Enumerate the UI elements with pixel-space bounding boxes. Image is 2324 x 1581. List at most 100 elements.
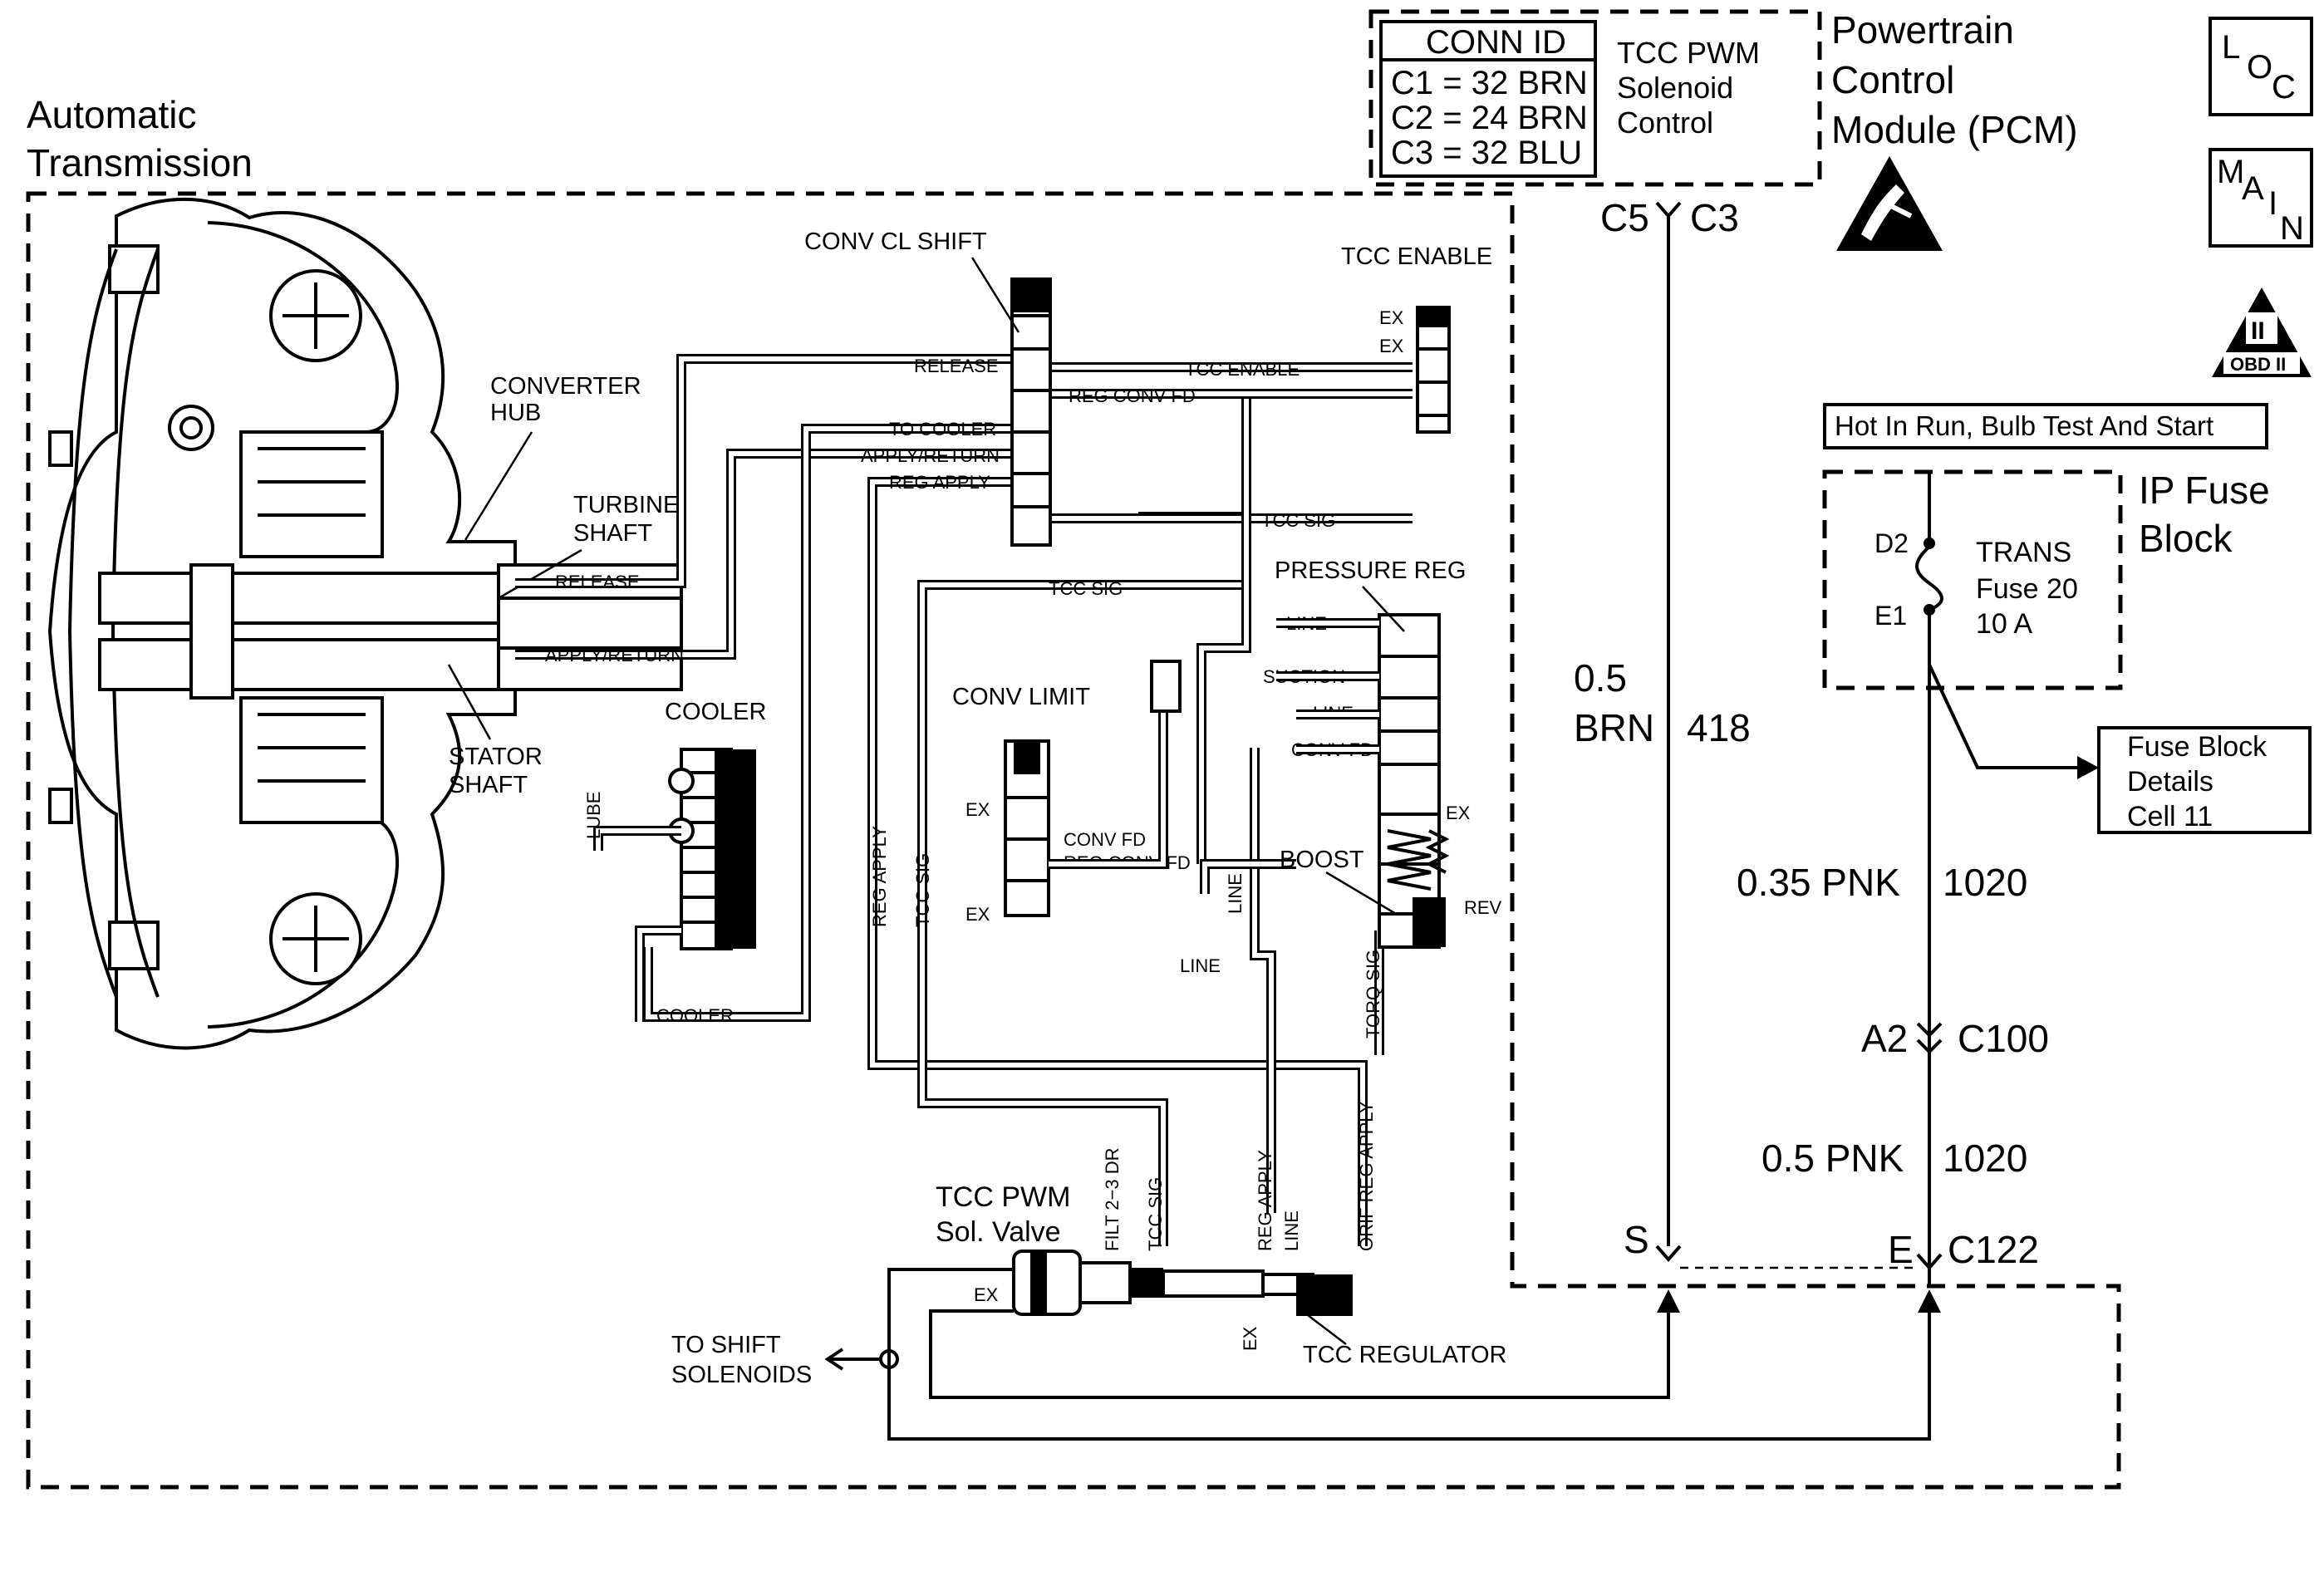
- label-boost: BOOST: [1280, 847, 1364, 873]
- label-torq-sig: TORQ SIG: [1363, 950, 1383, 1038]
- pcm-signal-1: TCC PWM: [1617, 36, 1760, 70]
- obd-ii-icon[interactable]: II OBD II: [2212, 287, 2312, 377]
- label-tcc-pwm-2: Sol. Valve: [936, 1216, 1061, 1248]
- transmission-title-2: Transmission: [27, 141, 253, 184]
- wire-418-circuit: 418: [1687, 706, 1751, 749]
- svg-text:M: M: [2217, 154, 2244, 190]
- loc-icon[interactable]: L O C: [2209, 17, 2313, 116]
- label-conv-limit: CONV LIMIT: [952, 684, 1090, 710]
- conn-id-row-1: C1 = 32 BRN: [1391, 65, 1588, 101]
- conn-id-header: CONN ID: [1426, 24, 1566, 61]
- c122-pin-s: S: [1624, 1218, 1649, 1261]
- conn-id-table: CONN ID C1 = 32 BRN C2 = 24 BRN C3 = 32 …: [1379, 20, 1597, 178]
- hot-in-run-label: Hot In Run, Bulb Test And Start: [1823, 403, 2268, 449]
- wire-418-color: BRN: [1574, 706, 1654, 749]
- conv-limit-valve[interactable]: [1004, 739, 1050, 917]
- c122-conn: C122: [1948, 1228, 2039, 1271]
- wire-418-size: 0.5: [1574, 656, 1627, 700]
- svg-text:Details: Details: [2127, 766, 2213, 798]
- turbine-shaft: [497, 597, 683, 650]
- fuse-block-details-link[interactable]: Fuse Block Details Cell 11: [2097, 726, 2312, 834]
- label-reg-apply-sol: REG APPLY: [1255, 1150, 1275, 1251]
- label-line-c: LINE: [1180, 955, 1221, 976]
- wire-1020a-circuit: 1020: [1943, 861, 2027, 904]
- pcm-signal-3: Control: [1617, 106, 1713, 140]
- svg-text:I: I: [2268, 185, 2277, 222]
- label-turbine-shaft-2: SHAFT: [573, 520, 652, 547]
- tcc-enable-valve[interactable]: [1416, 306, 1451, 434]
- c100-conn: C100: [1958, 1017, 2049, 1060]
- fuse-name-2: Fuse 20: [1976, 573, 2078, 605]
- label-ex-sol2: EX: [1240, 1326, 1260, 1351]
- label-reg-apply-top: REG APPLY: [889, 472, 990, 493]
- fuse-name-1: TRANS: [1976, 537, 2071, 568]
- label-ex-b: EX: [1379, 336, 1404, 356]
- label-reg-apply-vert: REG APPLY: [869, 826, 890, 927]
- main-icon[interactable]: M A I N: [2209, 148, 2313, 248]
- label-to-cooler: TO COOLER: [889, 419, 996, 439]
- label-reg-conv-fd-top: REG CONV FD: [1069, 385, 1196, 406]
- label-rev: REV: [1464, 897, 1502, 918]
- check-valve: [1150, 660, 1182, 713]
- pcm-conn-c5: C5: [1600, 196, 1649, 239]
- label-to-shift-2: SOLENOIDS: [671, 1362, 812, 1388]
- label-line-vert: LINE: [1225, 873, 1246, 914]
- wire-1020a-label: 0.35 PNK: [1737, 861, 1900, 904]
- svg-text:N: N: [2280, 210, 2304, 247]
- label-release-top: RELEASE: [914, 356, 999, 376]
- label-converter-hub-1: CONVERTER: [490, 373, 641, 400]
- label-apply-return-top: APPLY/RETURN: [861, 445, 1000, 466]
- label-tcc-sig-b: TCC SIG: [1049, 578, 1123, 599]
- label-ex-cl1: EX: [965, 799, 990, 820]
- fuse-terminal-d2: D2: [1874, 528, 1909, 558]
- label-stator-shaft-2: SHAFT: [449, 772, 528, 798]
- esd-warning-icon: [1836, 156, 1943, 251]
- label-lube: LUBE: [583, 792, 604, 839]
- c100-pin: A2: [1861, 1017, 1908, 1060]
- pressure-reg-valve[interactable]: [1378, 613, 1450, 949]
- label-tcc-enable-line: TCC ENABLE: [1185, 359, 1300, 380]
- label-tcc-enable: TCC ENABLE: [1341, 243, 1492, 270]
- pcm-title-3: Module (PCM): [1831, 108, 2078, 151]
- label-pressure-reg: PRESSURE REG: [1275, 557, 1466, 584]
- label-release: RELEASE: [555, 572, 640, 592]
- cooler: [668, 748, 756, 950]
- ip-fuse-block-boundary: [1822, 469, 2123, 690]
- conv-cl-shift-valve[interactable]: [1010, 277, 1052, 547]
- label-orif-reg-apply: ORIF REG APPLY: [1356, 1101, 1377, 1251]
- fuse-name-3: 10 A: [1976, 608, 2032, 640]
- label-ex-pr: EX: [1446, 803, 1471, 823]
- torque-converter: [47, 198, 517, 1050]
- label-tcc-pwm-1: TCC PWM: [936, 1181, 1070, 1213]
- pcm-boundary: [1368, 9, 1822, 187]
- svg-text:L: L: [2222, 29, 2240, 66]
- label-apply-return: APPLY/RETURN: [545, 645, 684, 665]
- conn-id-row-3: C3 = 32 BLU: [1391, 135, 1582, 171]
- label-conv-fd-cl: CONV FD: [1064, 829, 1146, 850]
- label-line-sol: LINE: [1281, 1210, 1302, 1251]
- label-conv-cl-shift: CONV CL SHIFT: [804, 228, 987, 255]
- fuse-terminal-e1: E1: [1874, 601, 1907, 631]
- pcm-signal-2: Solenoid: [1617, 71, 1733, 105]
- pcm-title-2: Control: [1831, 58, 1954, 101]
- pcm-conn-c3: C3: [1690, 196, 1739, 239]
- ip-fuse-title-2: Block: [2139, 517, 2233, 560]
- tcc-pwm-solenoid-valve[interactable]: [1012, 1250, 1353, 1316]
- label-ex-sol: EX: [974, 1284, 999, 1305]
- label-converter-hub-2: HUB: [490, 400, 541, 426]
- fuse-symbol: [1915, 545, 1943, 611]
- svg-text:Hot In Run, Bulb Test And Star: Hot In Run, Bulb Test And Start: [1835, 410, 2213, 441]
- svg-text:II: II: [2251, 317, 2265, 345]
- transmission-boundary: [26, 191, 2121, 1490]
- ip-fuse-title-1: IP Fuse: [2139, 469, 2270, 512]
- svg-text:Cell 11: Cell 11: [2127, 801, 2213, 832]
- svg-text:A: A: [2242, 170, 2264, 207]
- label-cooler: COOLER: [665, 699, 766, 725]
- wire-1020b-circuit: 1020: [1943, 1137, 2027, 1180]
- label-filt: FILT 2−3 DR: [1102, 1147, 1123, 1251]
- label-turbine-shaft-1: TURBINE: [573, 492, 679, 518]
- label-ex-a: EX: [1379, 307, 1404, 328]
- label-ex-cl2: EX: [965, 904, 990, 925]
- pcm-title-1: Powertrain: [1831, 8, 2014, 52]
- transmission-title-1: Automatic: [27, 93, 197, 136]
